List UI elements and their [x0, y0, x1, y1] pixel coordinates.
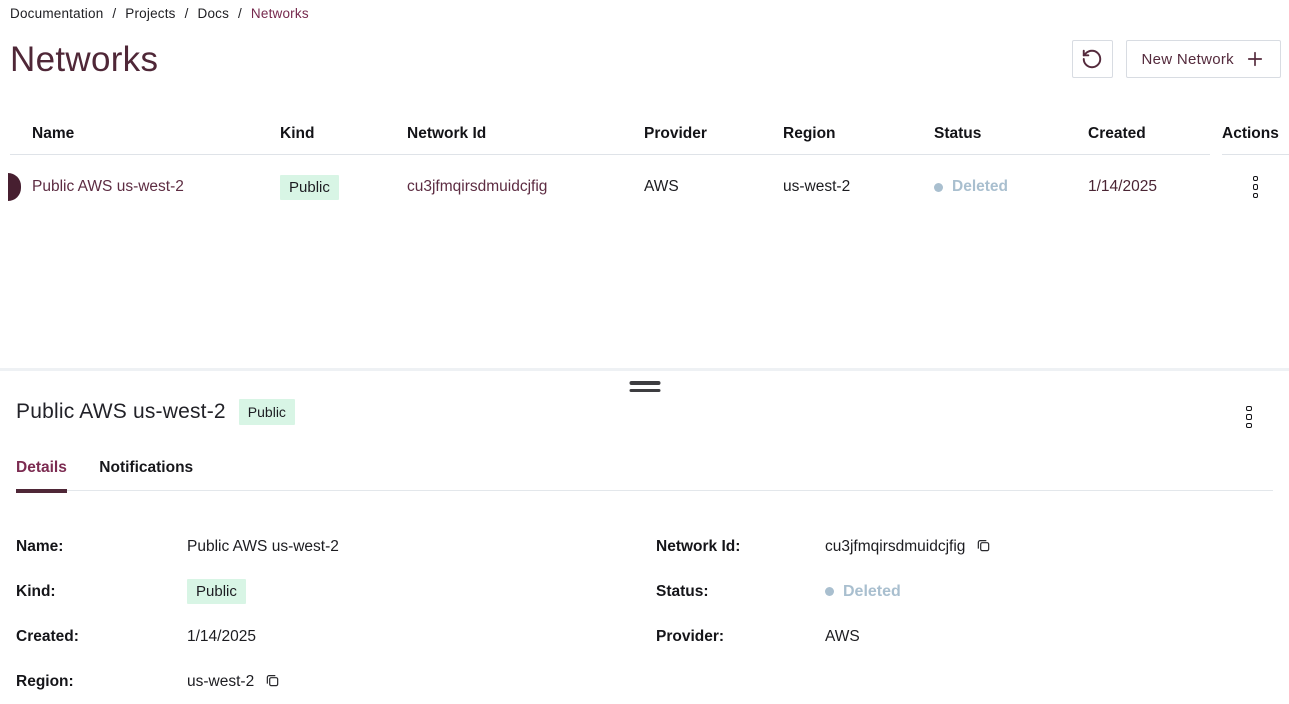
copy-icon [976, 538, 991, 556]
breadcrumb-separator: / [184, 6, 189, 21]
kind-badge: Public [280, 174, 339, 200]
drawer-menu-button[interactable] [1235, 403, 1263, 431]
refresh-icon [1081, 48, 1103, 70]
breadcrumb-item-docs[interactable]: Docs [197, 6, 230, 21]
detail-value: us-west-2 [187, 672, 255, 690]
copy-icon [265, 673, 280, 691]
column-header-kind: Kind [280, 113, 407, 155]
drawer-kind-badge: Public [238, 399, 295, 425]
details-left-column: Name: Public AWS us-west-2 Kind: Public … [16, 524, 576, 704]
tab-notifications[interactable]: Notifications [99, 459, 194, 476]
detail-value: 1/14/2025 [187, 627, 256, 645]
details-right-column: Network Id: cu3jfmqirsdmuidcjfig Status:… [656, 524, 1216, 659]
detail-row-status: Status: Deleted [656, 569, 1216, 614]
detail-label: Network Id: [656, 537, 741, 555]
kebab-menu-icon [1246, 405, 1252, 429]
breadcrumb-separator: / [238, 6, 242, 21]
cell-region: us-west-2 [783, 178, 851, 195]
detail-label: Kind: [16, 582, 56, 600]
toolbar: New Network [1071, 40, 1281, 78]
new-network-label: New Network [1141, 50, 1234, 68]
detail-label: Region: [16, 672, 74, 690]
details-drawer: Public AWS us-west-2 Public Details Noti… [0, 368, 1289, 700]
column-header-actions: Actions [1222, 113, 1289, 155]
kind-badge: Public [187, 579, 246, 604]
detail-label: Created: [16, 627, 79, 645]
column-header-status: Status [934, 113, 1088, 155]
drawer-tabs: Details Notifications [16, 459, 1273, 493]
breadcrumb-current-networks: Networks [250, 6, 309, 21]
tab-details[interactable]: Details [16, 459, 67, 493]
drawer-drag-handle[interactable] [627, 379, 662, 394]
status-dot-icon [934, 182, 943, 192]
copy-network-id-button[interactable] [976, 538, 991, 556]
cell-actions [1222, 155, 1289, 219]
detail-label: Name: [16, 537, 64, 555]
status-text: Deleted [952, 178, 1008, 195]
detail-value: Public AWS us-west-2 [187, 537, 339, 555]
row-actions-menu-button[interactable] [1242, 173, 1270, 201]
table-header-row: Name Kind Network Id Provider Region Sta… [10, 113, 1289, 155]
cell-status: Deleted [934, 155, 1088, 219]
table-row[interactable]: Public AWS us-west-2 Public cu3jfmqirsdm… [8, 155, 1289, 219]
column-header-region: Region [783, 113, 934, 155]
breadcrumb-item-documentation[interactable]: Documentation [10, 6, 104, 21]
row-gap [1210, 155, 1222, 219]
breadcrumb-item-projects[interactable]: Projects [125, 6, 176, 21]
column-header-provider: Provider [644, 113, 783, 155]
refresh-button[interactable] [1071, 40, 1113, 78]
detail-row-network-id: Network Id: cu3jfmqirsdmuidcjfig [656, 524, 1216, 569]
cell-kind: Public [280, 155, 407, 219]
detail-row-provider: Provider: AWS [656, 614, 1216, 659]
column-header-created: Created [1088, 113, 1210, 155]
copy-region-button[interactable] [265, 673, 280, 691]
status-text: Deleted [843, 582, 901, 600]
status-badge: Deleted [825, 583, 901, 601]
breadcrumb: Documentation / Projects / Docs / Networ… [10, 6, 314, 21]
networks-table: Name Kind Network Id Provider Region Sta… [8, 113, 1289, 219]
detail-value: AWS [825, 627, 860, 645]
cell-provider: AWS [644, 178, 679, 195]
column-header-network-id: Network Id [407, 113, 644, 155]
cell-created: 1/14/2025 [1088, 178, 1157, 195]
cell-network-id: cu3jfmqirsdmuidcjfig [407, 178, 548, 195]
breadcrumb-separator: / [112, 6, 117, 21]
header-divider-gap [1210, 113, 1222, 155]
drawer-title: Public AWS us-west-2 [16, 400, 226, 423]
kebab-menu-icon [1252, 175, 1259, 199]
cell-name: Public AWS us-west-2 [32, 178, 184, 195]
drawer-header: Public AWS us-west-2 Public [16, 399, 1265, 425]
detail-label: Status: [656, 582, 709, 600]
column-header-name: Name [10, 113, 280, 155]
detail-value: cu3jfmqirsdmuidcjfig [825, 537, 966, 555]
detail-row-kind: Kind: Public [16, 569, 576, 614]
plus-icon [1245, 49, 1265, 69]
detail-row-name: Name: Public AWS us-west-2 [16, 524, 576, 569]
status-dot-icon [825, 587, 834, 596]
detail-row-region: Region: us-west-2 [16, 659, 576, 704]
status-badge: Deleted [934, 178, 1008, 196]
detail-label: Provider: [656, 627, 725, 645]
detail-row-created: Created: 1/14/2025 [16, 614, 576, 659]
page-title: Networks [10, 40, 159, 79]
row-selected-indicator [8, 173, 21, 201]
new-network-button[interactable]: New Network [1125, 40, 1281, 78]
